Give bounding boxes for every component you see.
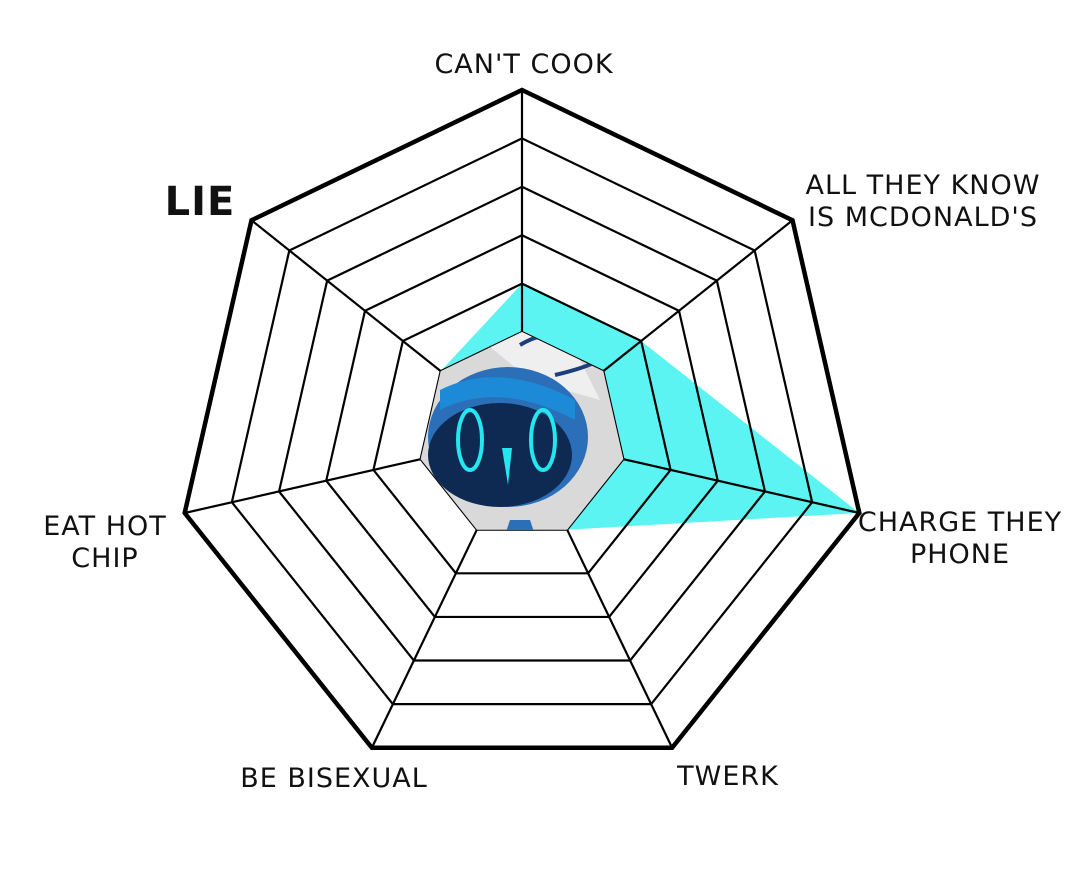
- axis-spoke: [623, 458, 860, 515]
- axis-spoke: [370, 529, 478, 749]
- axis-label: CAN'T COOK: [434, 49, 613, 80]
- grid-ring: [277, 185, 767, 662]
- outer-ring: [182, 87, 862, 750]
- axis-spoke: [566, 529, 674, 749]
- axis-spoke: [250, 219, 442, 373]
- axis-label: IS MCDONALD'S: [808, 202, 1038, 233]
- axis-label: TWERK: [676, 761, 779, 792]
- axis-spoke: [184, 458, 421, 515]
- axis-label: PHONE: [910, 539, 1010, 570]
- center-character-image: [420, 332, 624, 530]
- grid-ring: [372, 282, 672, 575]
- grid-ring: [325, 233, 719, 619]
- axis-label: CHARGE THEY: [858, 507, 1062, 538]
- axis-label: LIE: [165, 179, 236, 225]
- grid-ring: [230, 137, 814, 706]
- axis-label: BE BISEXUAL: [240, 763, 428, 794]
- axis-label: EAT HOT: [43, 511, 167, 542]
- axis-label: CHIP: [71, 543, 138, 574]
- axis-spoke: [602, 219, 794, 373]
- axis-label: ALL THEY KNOW: [806, 170, 1041, 201]
